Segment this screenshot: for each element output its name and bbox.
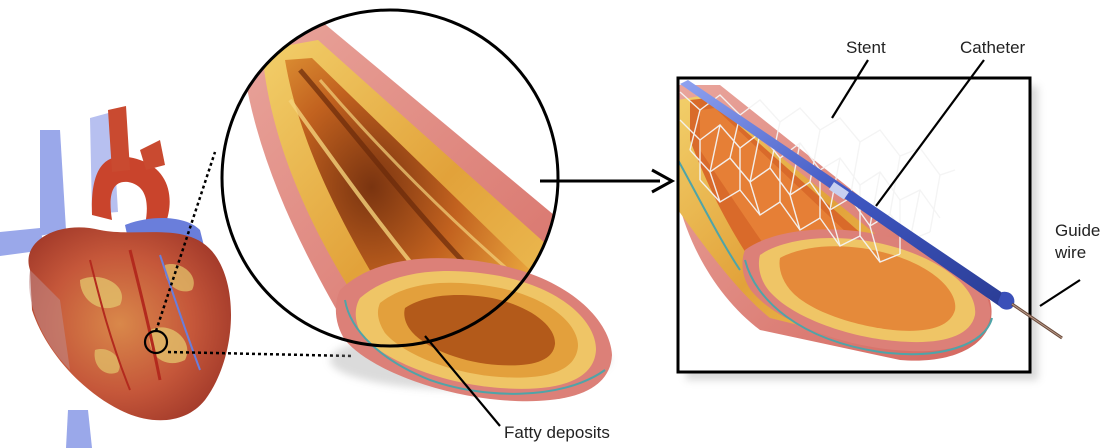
guide-wire-label-line2: wire <box>1055 242 1100 264</box>
stent-label: Stent <box>846 37 886 59</box>
guide-wire-label-line1: Guide <box>1055 220 1100 242</box>
guide-wire-leader <box>1040 280 1080 306</box>
progression-arrow <box>540 170 672 192</box>
catheter-label: Catheter <box>960 37 1025 59</box>
vena-cava <box>40 130 66 236</box>
magnified-artery-plaque <box>222 10 625 401</box>
guide-wire-label: Guide wire <box>1055 220 1100 264</box>
stent-panel <box>678 78 1062 380</box>
heart-illustration <box>0 106 231 448</box>
fatty-deposits-label: Fatty deposits <box>504 422 610 444</box>
